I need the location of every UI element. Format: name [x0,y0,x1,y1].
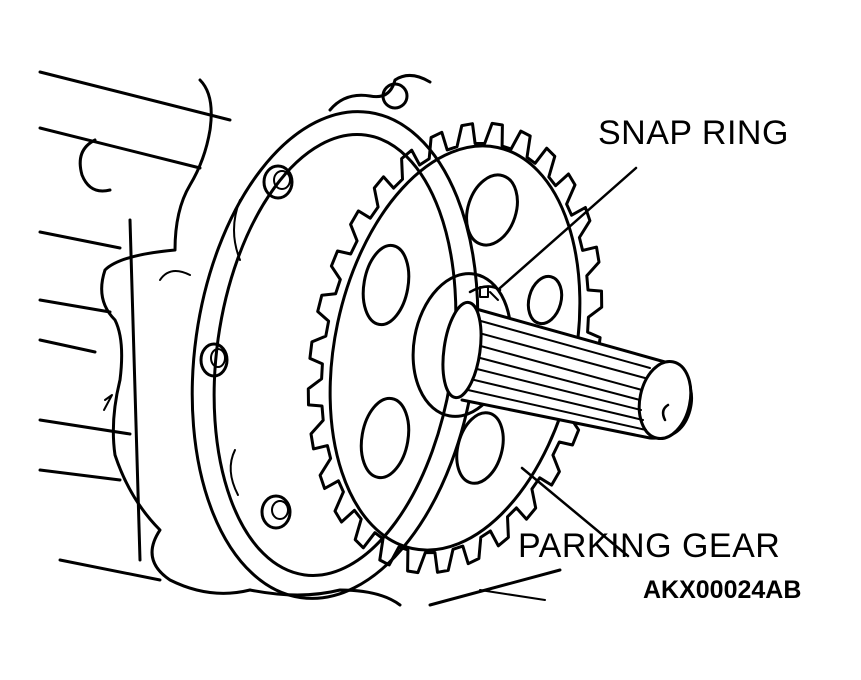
parking-gear-leader [520,466,630,558]
parking-gear-label: PARKING GEAR [518,527,781,565]
snap-ring [468,285,502,301]
gear-hole [361,243,411,327]
gear-hole [526,274,564,326]
transmission-housing [38,70,562,607]
bolt-head [262,164,294,200]
bolt-head [199,342,229,378]
gear-teeth [306,121,604,575]
output-shaft [441,300,694,441]
gear-hole [359,396,411,480]
figure-code: AKX00024AB [643,576,802,604]
snap-ring-leader [498,166,638,290]
snap-ring-label: SNAP RING [598,114,789,152]
bolt-head [381,82,409,110]
gear-hole [465,173,519,247]
gear-hole [455,411,505,485]
bolt-head [260,494,292,530]
leader-lines [498,166,638,558]
